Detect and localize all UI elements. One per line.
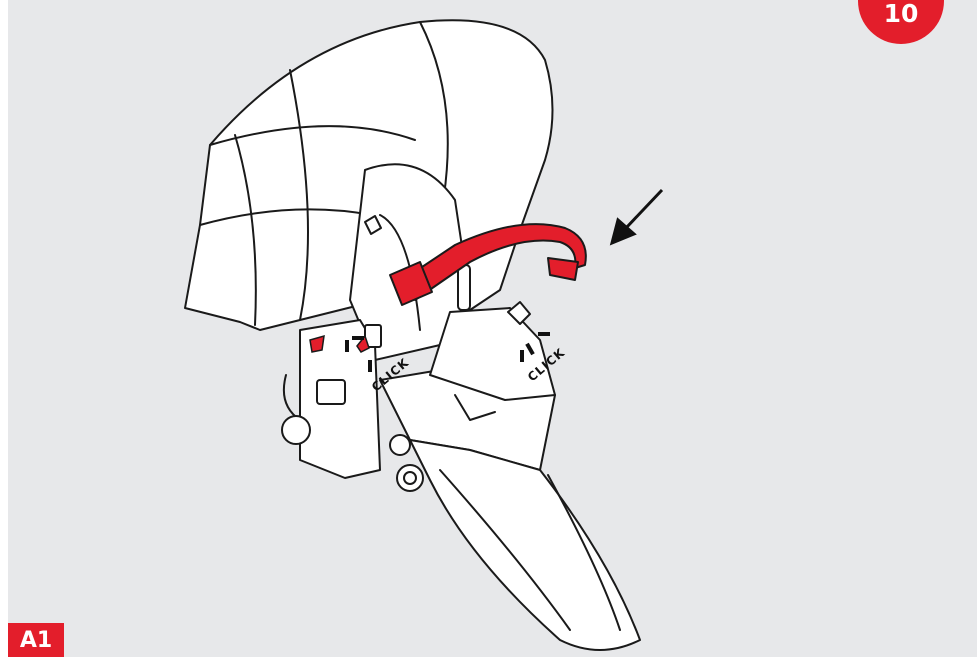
side-frame-right xyxy=(429,307,556,401)
release-marker-left xyxy=(309,334,325,353)
section-label-badge: A1 xyxy=(8,623,64,657)
step-number-badge: 10 xyxy=(858,0,944,44)
bumper-bar xyxy=(389,223,587,306)
click-indicator-right xyxy=(520,332,550,362)
direction-arrow-icon xyxy=(609,188,664,246)
click-indicator-left xyxy=(345,336,372,372)
leg-rest xyxy=(409,439,641,651)
